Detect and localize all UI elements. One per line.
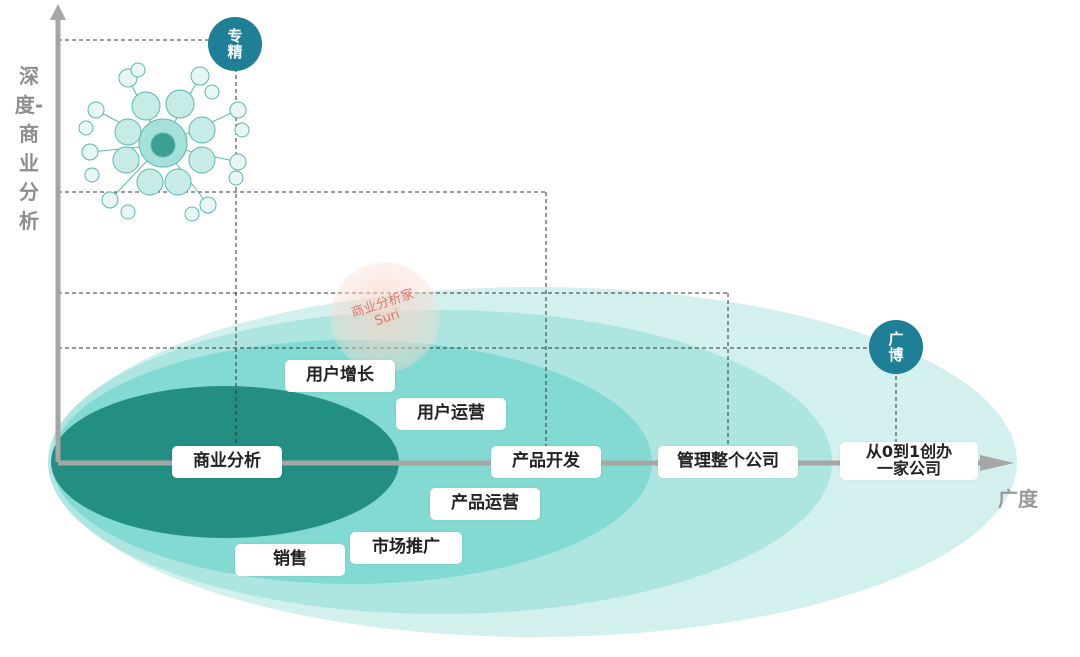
label-business-analysis: 商业分析 [172, 446, 282, 478]
label-marketing: 市场推广 [350, 532, 462, 564]
label-user-ops: 用户运营 [396, 398, 506, 430]
x-axis-label: 广度 [998, 487, 1038, 511]
badge-specialized: 专 精 [208, 17, 262, 71]
x-axis-arrow-icon [980, 455, 1014, 471]
watermark-stamp [330, 262, 440, 372]
label-product-dev: 产品开发 [491, 446, 601, 478]
label-manage-company: 管理整个公司 [658, 446, 798, 478]
label-sales: 销售 [235, 544, 345, 576]
label-startup: 从0到1创办 一家公司 [840, 442, 978, 480]
badge-broad: 广 博 [869, 320, 923, 374]
mind-map-illustration [78, 62, 250, 222]
label-user-growth: 用户增长 [285, 360, 395, 392]
y-axis-arrow-icon [50, 4, 66, 20]
label-product-ops: 产品运营 [430, 488, 540, 520]
y-axis-label: 深度-商业分析 [14, 64, 44, 233]
